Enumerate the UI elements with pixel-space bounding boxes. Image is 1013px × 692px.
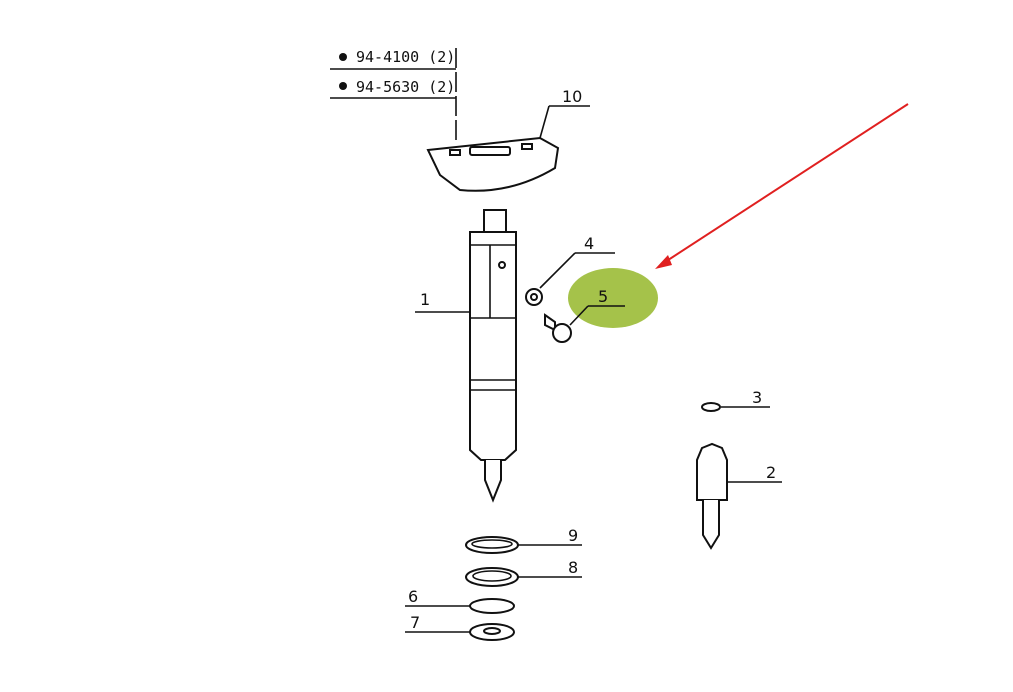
part-3-washer: 3 xyxy=(701,388,770,412)
part-7-washer: 7 xyxy=(405,613,515,641)
part-10-clamp: 10 xyxy=(426,87,590,192)
callout-8: 8 xyxy=(568,558,578,577)
pointer-arrow xyxy=(655,103,909,269)
part-2-nozzle: 2 xyxy=(696,442,782,550)
reference-table: 94-4100 (2) 94-5630 (2) xyxy=(330,48,457,140)
callout-2: 2 xyxy=(766,463,776,482)
callout-1: 1 xyxy=(420,290,430,309)
bullet-icon xyxy=(339,53,347,61)
part-5-bolt: 5 xyxy=(544,287,625,343)
part-6-o-ring: 6 xyxy=(405,587,515,614)
callout-9: 9 xyxy=(568,526,578,545)
highlight-marker xyxy=(568,268,658,328)
callout-6: 6 xyxy=(408,587,418,606)
callout-4: 4 xyxy=(584,234,594,253)
part-9-seal: 9 xyxy=(465,526,582,554)
callout-10: 10 xyxy=(562,87,582,106)
part-4-nut: 4 xyxy=(525,234,615,306)
bullet-icon xyxy=(339,82,347,90)
part-1-injector-body: 1 xyxy=(415,209,517,503)
reference-code-1: 94-4100 (2) xyxy=(356,48,455,66)
part-8-ring: 8 xyxy=(465,558,582,587)
callout-7: 7 xyxy=(410,613,420,632)
callout-5: 5 xyxy=(598,287,608,306)
callout-3: 3 xyxy=(752,388,762,407)
reference-code-2: 94-5630 (2) xyxy=(356,78,455,96)
